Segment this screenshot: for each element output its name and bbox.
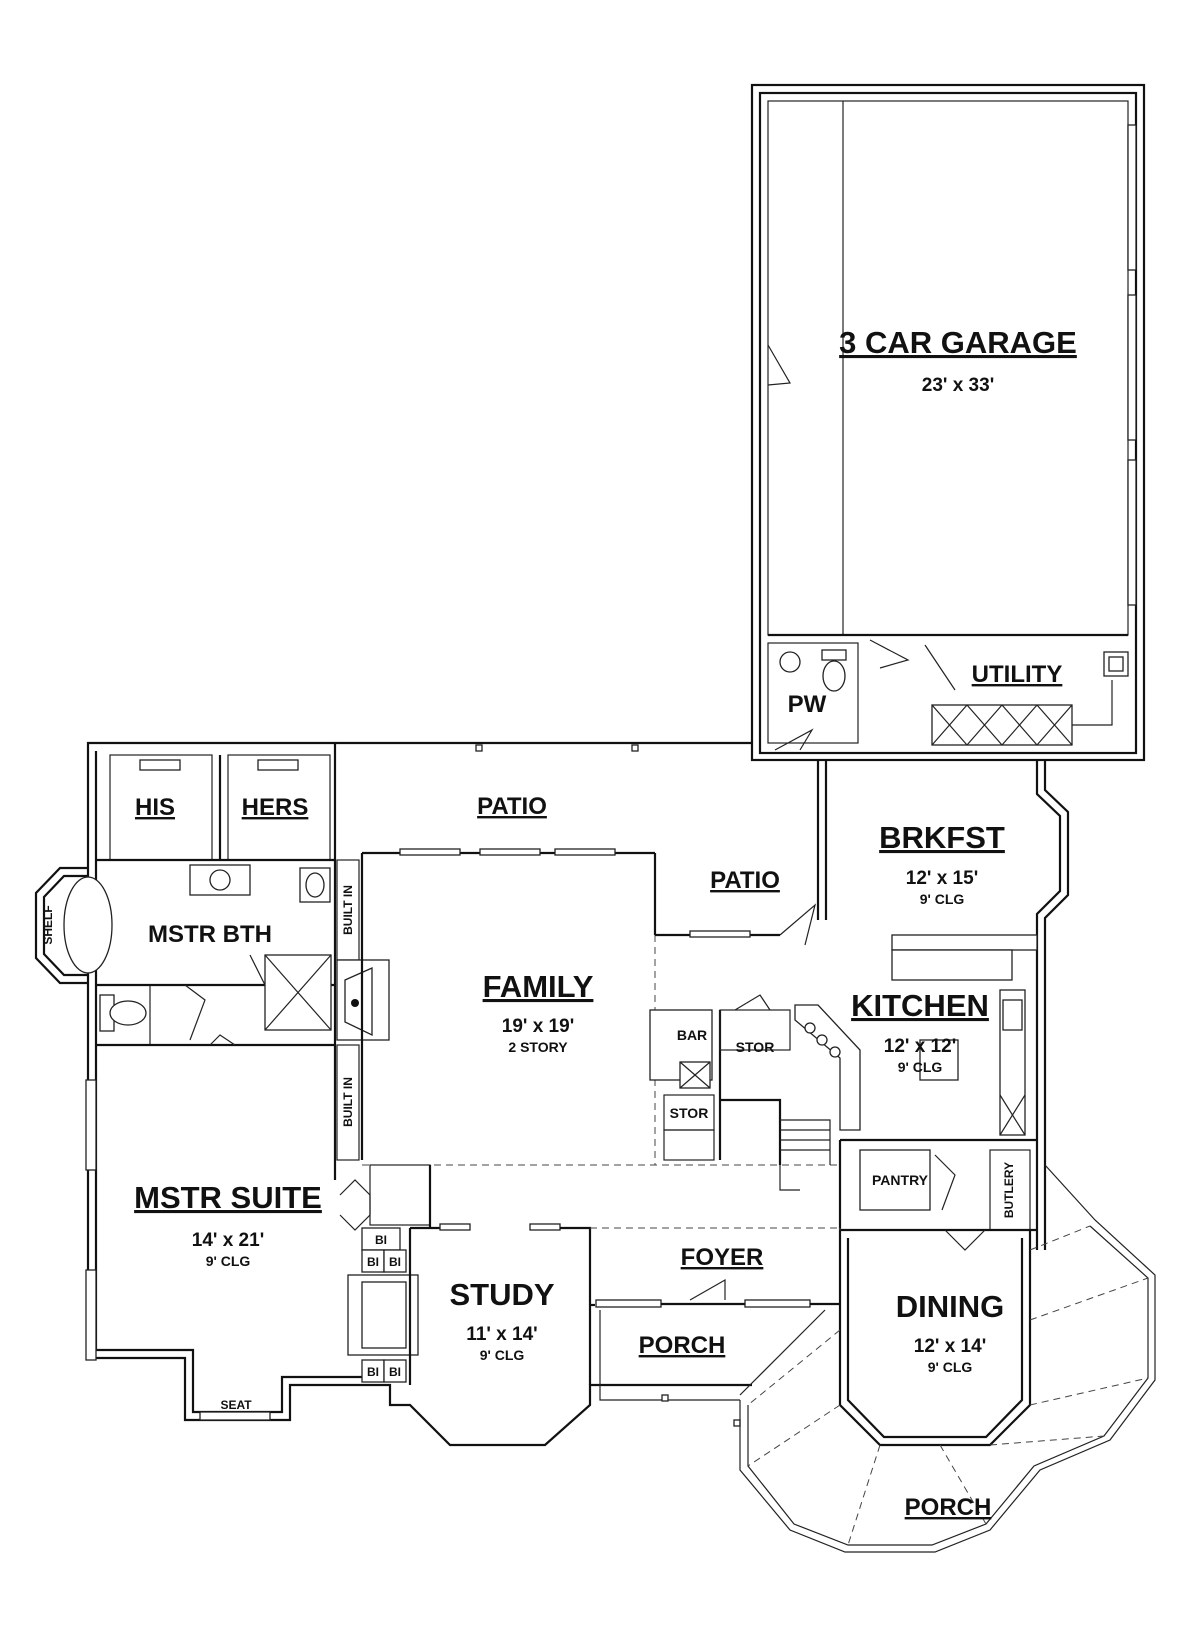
pw-utility-walls (767, 639, 1129, 751)
patio-side-label: PATIO (710, 867, 780, 894)
porch-wrap-label: PORCH (905, 1494, 992, 1521)
bi-label-5: BI (389, 1365, 401, 1379)
family-walls (336, 744, 840, 1166)
shelf-label: SHELF (41, 905, 55, 944)
dining-dim: 12' x 14' (914, 1336, 986, 1357)
mstr-suite-clg: 9' CLG (206, 1253, 251, 1269)
hers-label: HERS (242, 794, 309, 821)
built-in-lower-label: BUILT IN (341, 1077, 355, 1127)
garage-dim: 23' x 33' (922, 375, 994, 396)
patio-top-label: PATIO (477, 793, 547, 820)
study-label: STUDY (449, 1277, 554, 1312)
brkfst-clg: 9' CLG (920, 891, 965, 907)
kitchen-dim: 12' x 12' (884, 1036, 956, 1057)
stor-a-label: STOR (736, 1039, 775, 1055)
pw-label: PW (788, 691, 827, 718)
study-clg: 9' CLG (480, 1347, 525, 1363)
pantry-label: PANTRY (872, 1172, 929, 1188)
garage-label: 3 CAR GARAGE (839, 325, 1077, 360)
utility-label: UTILITY (972, 661, 1063, 688)
study-foyer-walls (410, 1223, 841, 1427)
dining-label: DINING (896, 1289, 1005, 1324)
study-dim: 11' x 14' (466, 1324, 537, 1345)
patio-walls (655, 760, 828, 946)
kitchen-label: KITCHEN (851, 988, 989, 1023)
bath-walls (63, 743, 337, 1180)
kitchen-clg: 9' CLG (898, 1059, 943, 1075)
family-dim: 19' x 19' (502, 1016, 574, 1037)
built-in-upper-label: BUILT IN (341, 885, 355, 935)
dining-clg: 9' CLG (928, 1359, 973, 1375)
family-clg: 2 STORY (508, 1039, 568, 1055)
butlery-label: BUTLERY (1002, 1162, 1016, 1218)
mstr-bth-label: MSTR BTH (148, 921, 272, 948)
porch-front-label: PORCH (639, 1332, 726, 1359)
bi-label-2: BI (367, 1255, 379, 1269)
bi-label-3: BI (389, 1255, 401, 1269)
bi-label-4: BI (367, 1365, 379, 1379)
dining-walls (739, 1164, 1156, 1553)
bar-label: BAR (677, 1027, 707, 1043)
his-label: HIS (135, 794, 175, 821)
brkfst-label: BRKFST (879, 820, 1005, 855)
seat-label: SEAT (220, 1398, 252, 1412)
brkfst-dim: 12' x 15' (906, 868, 978, 889)
bi-label-1: BI (375, 1233, 387, 1247)
mstr-suite-label: MSTR SUITE (134, 1180, 322, 1215)
stor-b-label: STOR (670, 1105, 709, 1121)
foyer-label: FOYER (681, 1244, 764, 1271)
garage-walls (750, 83, 1146, 762)
suite-walls (85, 1079, 432, 1421)
kitchen-walls (649, 934, 1038, 1251)
outer-walls (34, 741, 1070, 1447)
family-label: FAMILY (483, 969, 594, 1004)
mstr-suite-dim: 14' x 21' (192, 1230, 264, 1251)
